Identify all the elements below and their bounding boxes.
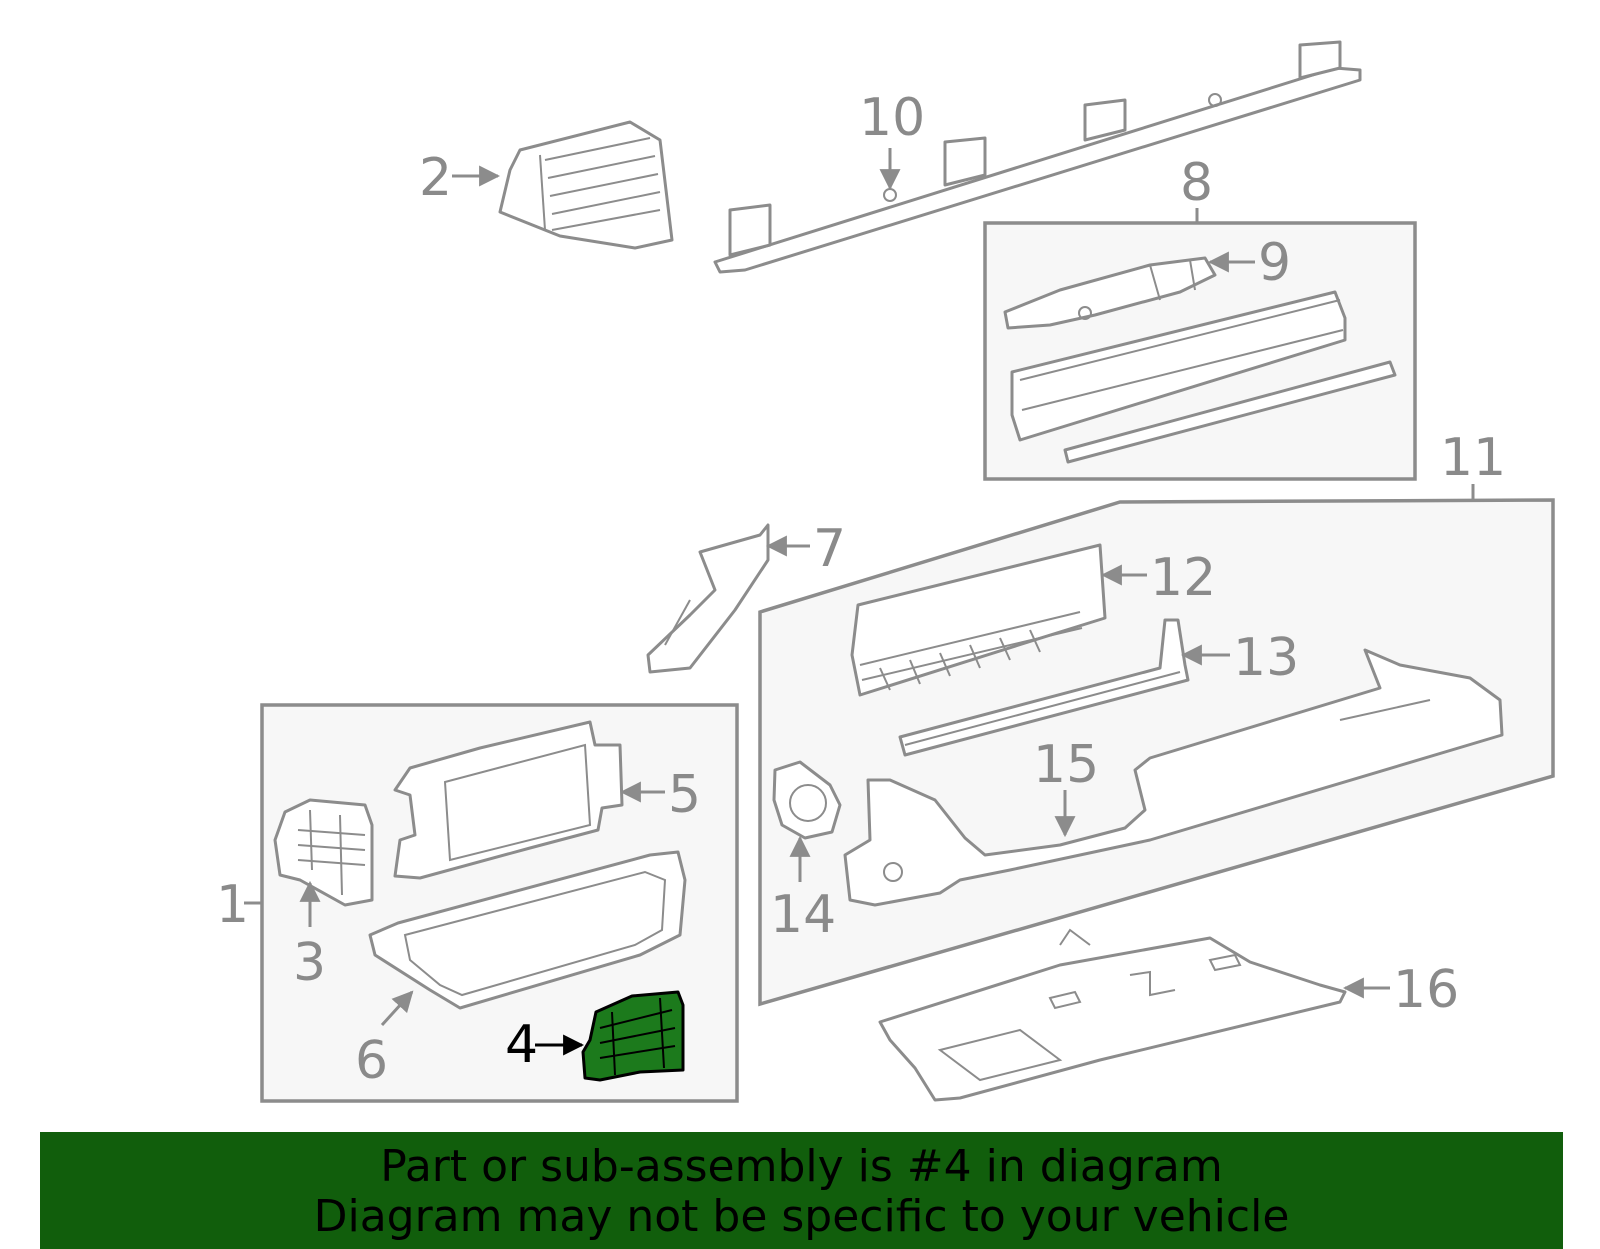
part-7-trim-piece[interactable] bbox=[646, 523, 770, 674]
part-15-instrument-panel[interactable] bbox=[843, 648, 1504, 907]
part-6-display-frame[interactable] bbox=[368, 850, 687, 1010]
callout-7: 7 bbox=[813, 519, 846, 579]
callout-9: 9 bbox=[1258, 233, 1291, 293]
part-5-display-bracket[interactable] bbox=[393, 720, 624, 880]
callout-11: 11 bbox=[1440, 428, 1506, 488]
part-2-side-vent[interactable] bbox=[498, 120, 674, 250]
callout-15: 15 bbox=[1033, 735, 1099, 795]
callout-13: 13 bbox=[1233, 628, 1299, 688]
banner-line-2: Diagram may not be specific to your vehi… bbox=[313, 1191, 1290, 1242]
callout-6: 6 bbox=[355, 1031, 388, 1091]
info-banner: Part or sub-assembly is #4 in diagram Di… bbox=[40, 1132, 1563, 1249]
part-13-garnish[interactable] bbox=[898, 618, 1190, 757]
callout-5: 5 bbox=[668, 765, 701, 825]
callout-16: 16 bbox=[1393, 960, 1459, 1020]
part-12-center-vent[interactable] bbox=[850, 543, 1107, 697]
part-16-glove-box[interactable] bbox=[878, 928, 1347, 1102]
callout-10: 10 bbox=[859, 88, 925, 148]
banner-line-1: Part or sub-assembly is #4 in diagram bbox=[380, 1141, 1223, 1192]
leader-6 bbox=[380, 990, 414, 1027]
part-8-cross-beam[interactable] bbox=[1010, 290, 1397, 464]
callout-4-highlighted: 4 bbox=[505, 1015, 538, 1075]
callout-1: 1 bbox=[216, 875, 249, 935]
part-4-highlighted-vent[interactable] bbox=[581, 990, 685, 1082]
part-14-switch[interactable] bbox=[772, 760, 842, 840]
callout-8: 8 bbox=[1180, 153, 1213, 213]
part-9-bracket[interactable] bbox=[1003, 256, 1217, 330]
callout-2: 2 bbox=[419, 148, 452, 208]
callout-14: 14 bbox=[770, 885, 836, 945]
part-3-left-vent[interactable] bbox=[273, 798, 374, 907]
callout-3: 3 bbox=[293, 933, 326, 993]
parts-diagram: 2 10 8 9 11 7 12 13 15 14 16 5 3 1 6 4 bbox=[216, 40, 1555, 1103]
callout-12: 12 bbox=[1150, 548, 1216, 608]
part-10-upper-rail[interactable] bbox=[713, 40, 1362, 274]
